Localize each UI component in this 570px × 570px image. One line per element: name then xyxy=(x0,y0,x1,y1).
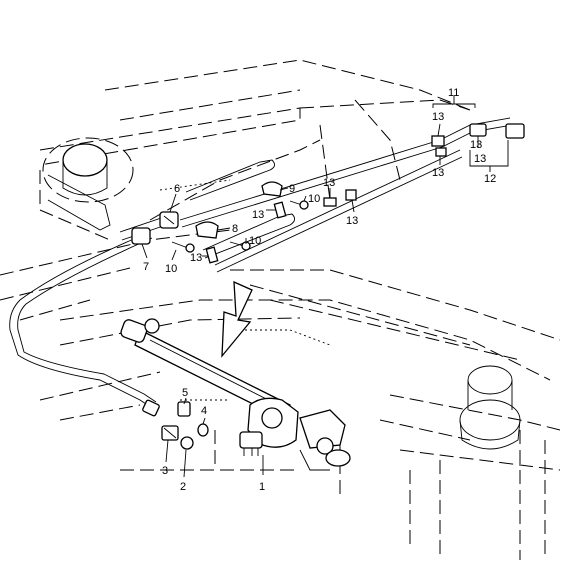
clip-7 xyxy=(131,227,151,245)
vehicle-body-outline xyxy=(0,59,561,560)
ring-4 xyxy=(197,423,209,437)
connectors-12 xyxy=(469,123,525,139)
fitting-3 xyxy=(161,425,179,441)
callout-13-g: 13 xyxy=(190,252,202,264)
callout-13-d: 13 xyxy=(323,177,335,189)
spring-housing-left xyxy=(47,143,111,231)
callout-labels: 1 2 3 4 5 6 7 8 9 10 10 10 11 12 13 13 1… xyxy=(143,87,496,493)
leader-lines xyxy=(141,96,509,478)
steering-gear xyxy=(120,318,351,471)
callout-13-a: 13 xyxy=(432,111,444,123)
callout-13-b: 13 xyxy=(474,153,486,165)
callout-4: 4 xyxy=(201,405,207,417)
callout-7: 7 xyxy=(143,261,149,273)
bracket-9 xyxy=(261,181,283,197)
callout-5: 5 xyxy=(182,387,188,399)
callout-13-f: 13 xyxy=(252,209,264,221)
direction-arrow xyxy=(221,280,253,358)
callout-11: 11 xyxy=(448,87,459,99)
callout-9: 9 xyxy=(289,183,295,195)
callout-3: 3 xyxy=(162,465,168,477)
clip-6 xyxy=(159,211,179,229)
callout-1: 1 xyxy=(259,481,265,493)
bracket-8 xyxy=(195,221,219,239)
callout-13-h: 13 xyxy=(470,139,482,151)
callout-10-mid: 10 xyxy=(249,235,261,247)
callout-12: 12 xyxy=(484,173,496,185)
callout-10-left: 10 xyxy=(165,263,177,275)
sleeves-13 xyxy=(205,135,447,264)
callout-13-c: 13 xyxy=(432,167,444,179)
callout-8: 8 xyxy=(232,223,238,235)
callout-6: 6 xyxy=(174,183,180,195)
ring-2 xyxy=(180,436,194,450)
fitting-5 xyxy=(177,401,191,417)
callout-10-right: 10 xyxy=(308,193,320,205)
callout-13-e: 13 xyxy=(346,215,358,227)
screws-10 xyxy=(171,200,309,253)
brake-line-upper xyxy=(179,117,513,273)
pipe-nut xyxy=(142,399,160,417)
callout-2: 2 xyxy=(180,481,186,493)
